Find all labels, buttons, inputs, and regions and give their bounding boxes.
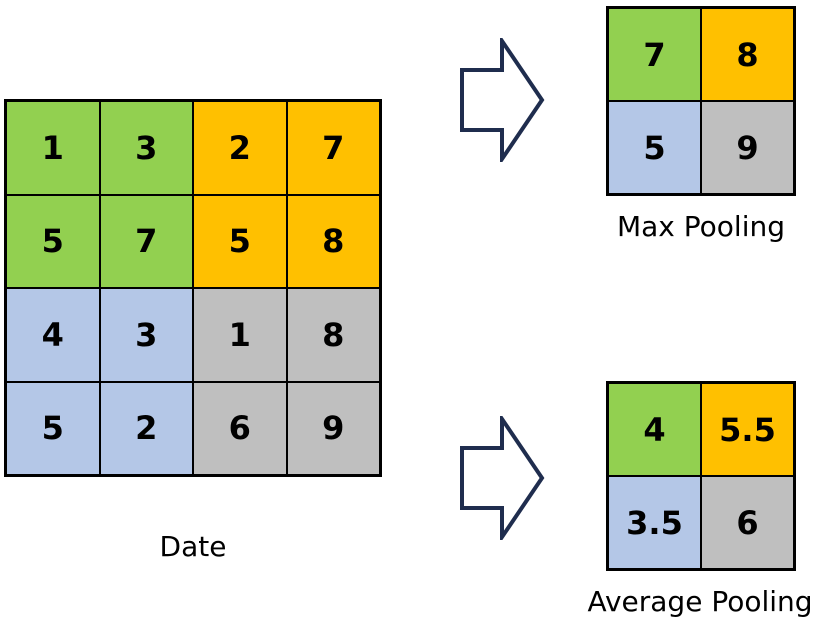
input-cell: 8 bbox=[286, 288, 380, 382]
max-pooling-cell: 8 bbox=[701, 8, 794, 101]
input-cell: 8 bbox=[286, 194, 380, 288]
input-cell: 3 bbox=[99, 101, 193, 195]
input-cell: 4 bbox=[6, 288, 100, 382]
input-cell: 1 bbox=[193, 288, 287, 382]
right-arrow-icon bbox=[460, 38, 545, 162]
input-cell: 5 bbox=[193, 194, 287, 288]
input-cell: 7 bbox=[99, 194, 193, 288]
input-cell: 2 bbox=[99, 381, 193, 475]
average-pooling-caption: Average Pooling bbox=[587, 585, 813, 618]
input-cell: 3 bbox=[99, 288, 193, 382]
right-arrow-icon bbox=[460, 416, 545, 540]
input-grid-caption: Date bbox=[159, 530, 227, 563]
max-pooling-caption: Max Pooling bbox=[616, 210, 785, 243]
input-cell: 1 bbox=[6, 101, 100, 195]
input-cell: 7 bbox=[286, 101, 380, 195]
max-pooling-cell: 5 bbox=[608, 101, 701, 194]
input-cell: 2 bbox=[193, 101, 287, 195]
average-pooling-cell: 6 bbox=[701, 476, 794, 569]
input-cell: 9 bbox=[286, 381, 380, 475]
input-cell: 6 bbox=[193, 381, 287, 475]
average-pooling-cell: 3.5 bbox=[608, 476, 701, 569]
max-pooling-cell: 9 bbox=[701, 101, 794, 194]
average-pooling-cell: 4 bbox=[608, 383, 701, 476]
max-pooling-cell: 7 bbox=[608, 8, 701, 101]
input-cell: 5 bbox=[6, 194, 100, 288]
average-pooling-cell: 5.5 bbox=[701, 383, 794, 476]
input-cell: 5 bbox=[6, 381, 100, 475]
